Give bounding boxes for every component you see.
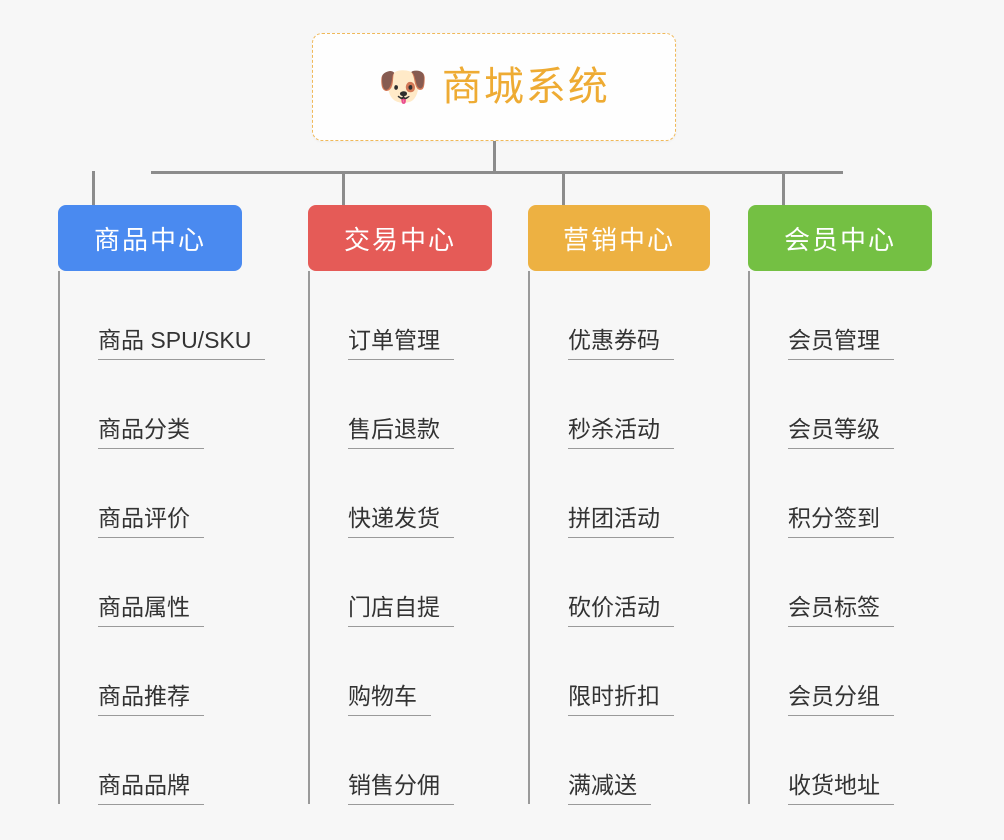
leaf-node[interactable]: 订单管理: [308, 271, 492, 360]
leaf-label: 快递发货: [348, 505, 454, 538]
leaf-node[interactable]: 积分签到: [748, 449, 932, 538]
leaf-label: 商品属性: [98, 594, 204, 627]
branch-children: 优惠券码秒杀活动拼团活动砍价活动限时折扣满减送: [528, 271, 710, 805]
leaf-label: 会员分组: [788, 683, 894, 716]
branch-column: 营销中心优惠券码秒杀活动拼团活动砍价活动限时折扣满减送: [528, 205, 710, 805]
leaf-label: 购物车: [348, 683, 431, 716]
leaf-node[interactable]: 快递发货: [308, 449, 492, 538]
leaf-label: 积分签到: [788, 505, 894, 538]
leaf-node[interactable]: 会员标签: [748, 538, 932, 627]
branch-header[interactable]: 营销中心: [528, 205, 710, 271]
leaf-label: 会员管理: [788, 327, 894, 360]
connector-root-stem: [493, 141, 496, 173]
leaf-label: 商品品牌: [98, 772, 204, 805]
branch-header[interactable]: 商品中心: [58, 205, 242, 271]
branch-column: 会员中心会员管理会员等级积分签到会员标签会员分组收货地址: [748, 205, 932, 805]
leaf-node[interactable]: 商品评价: [58, 449, 242, 538]
leaf-label: 商品 SPU/SKU: [98, 327, 266, 360]
leaf-label: 商品评价: [98, 505, 204, 538]
leaf-node[interactable]: 门店自提: [308, 538, 492, 627]
leaf-label: 限时折扣: [568, 683, 674, 716]
leaf-node[interactable]: 售后退款: [308, 360, 492, 449]
leaf-node[interactable]: 砍价活动: [528, 538, 710, 627]
leaf-node[interactable]: 销售分佣: [308, 716, 492, 805]
leaf-label: 秒杀活动: [568, 416, 674, 449]
leaf-node[interactable]: 会员分组: [748, 627, 932, 716]
root-title: 商城系统: [441, 65, 610, 109]
connector-drop-2: [342, 171, 345, 205]
leaf-label: 订单管理: [348, 327, 454, 360]
leaf-node[interactable]: 商品品牌: [58, 716, 242, 805]
leaf-label: 拼团活动: [568, 505, 674, 538]
leaf-label: 会员等级: [788, 416, 894, 449]
branch-column: 商品中心商品 SPU/SKU 商品分类商品评价商品属性商品推荐商品品牌: [58, 205, 266, 805]
connector-drop-1: [92, 171, 95, 205]
leaf-label: 销售分佣: [348, 772, 454, 805]
branch-children: 会员管理会员等级积分签到会员标签会员分组收货地址: [748, 271, 932, 805]
leaf-label: 商品推荐: [98, 683, 204, 716]
leaf-label: 售后退款: [348, 416, 454, 449]
connector-horizontal-bus: [151, 171, 843, 174]
branch-children: 订单管理售后退款快递发货门店自提购物车销售分佣: [308, 271, 492, 805]
leaf-label: 商品分类: [98, 416, 204, 449]
branch-header[interactable]: 会员中心: [748, 205, 932, 271]
branch-header[interactable]: 交易中心: [308, 205, 492, 271]
leaf-label: 优惠券码: [568, 327, 674, 360]
leaf-node[interactable]: 秒杀活动: [528, 360, 710, 449]
leaf-node[interactable]: 拼团活动: [528, 449, 710, 538]
leaf-label: 门店自提: [348, 594, 454, 627]
branch-column: 交易中心订单管理售后退款快递发货门店自提购物车销售分佣: [308, 205, 492, 805]
leaf-node[interactable]: 会员等级: [748, 360, 932, 449]
leaf-label: 会员标签: [788, 594, 894, 627]
leaf-node[interactable]: 优惠券码: [528, 271, 710, 360]
leaf-node[interactable]: 商品推荐: [58, 627, 242, 716]
leaf-node[interactable]: 会员管理: [748, 271, 932, 360]
leaf-node[interactable]: 满减送: [528, 716, 710, 805]
leaf-label: 砍价活动: [568, 594, 674, 627]
leaf-node[interactable]: 商品属性: [58, 538, 242, 627]
shiba-dog-face-icon: 🐶: [378, 65, 428, 109]
leaf-node[interactable]: 商品 SPU/SKU: [58, 271, 266, 360]
root-node[interactable]: 🐶 商城系统: [312, 33, 676, 141]
leaf-node[interactable]: 商品分类: [58, 360, 242, 449]
connector-drop-3: [562, 171, 565, 205]
leaf-label: 收货地址: [788, 772, 894, 805]
branch-children: 商品 SPU/SKU 商品分类商品评价商品属性商品推荐商品品牌: [58, 271, 266, 805]
leaf-node[interactable]: 购物车: [308, 627, 492, 716]
leaf-label: 满减送: [568, 772, 651, 805]
leaf-node[interactable]: 限时折扣: [528, 627, 710, 716]
leaf-node[interactable]: 收货地址: [748, 716, 932, 805]
connector-drop-4: [782, 171, 785, 205]
